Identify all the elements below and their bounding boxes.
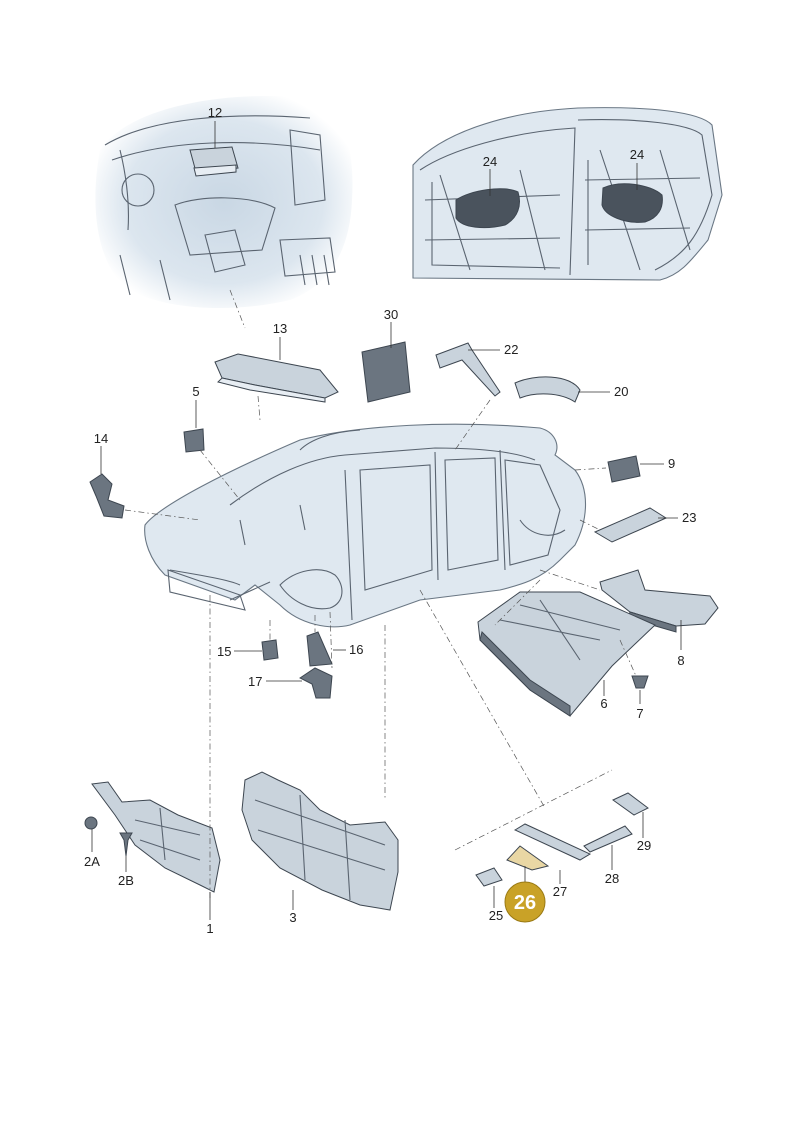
part-20-shape: [514, 376, 581, 403]
part-30-shape: [361, 341, 411, 403]
part-26-shape: [506, 845, 550, 871]
label-15: 15: [217, 644, 231, 659]
label-30: 30: [384, 307, 398, 322]
door-inset: [412, 107, 723, 281]
label-16: 16: [349, 642, 363, 657]
part-1-shape: [91, 781, 221, 893]
label-9: 9: [668, 456, 675, 471]
label-7: 7: [636, 706, 643, 721]
label-2b: 2B: [118, 873, 134, 888]
label-25: 25: [489, 908, 503, 923]
reference-lines: [124, 289, 637, 900]
part-12-shape: [189, 146, 239, 177]
label-27: 27: [553, 884, 567, 899]
part-5-shape: [183, 428, 205, 453]
label-3: 3: [289, 910, 296, 925]
label-2a: 2A: [84, 854, 100, 869]
part-13-shape: [214, 353, 339, 403]
label-8: 8: [677, 653, 684, 668]
part-6-shape: [477, 591, 656, 717]
label-13: 13: [273, 321, 287, 336]
label-1: 1: [206, 921, 213, 936]
part-2b-shape: [119, 832, 133, 857]
part-17-shape: [299, 667, 333, 699]
label-17: 17: [248, 674, 262, 689]
part-8-shape: [599, 569, 719, 633]
label-28: 28: [605, 871, 619, 886]
highlight-badge-26: 26: [504, 881, 546, 923]
part-7-shape: [631, 675, 649, 689]
part-2a-shape: [84, 816, 98, 830]
label-20: 20: [614, 384, 628, 399]
label-14: 14: [94, 431, 108, 446]
label-23: 23: [682, 510, 696, 525]
callout-labels: 12 24 24 13 30 22 20 5 14 9 23 8 6 7 15 …: [84, 105, 696, 936]
part-24-right-shape: [601, 183, 663, 223]
part-14-shape: [89, 473, 125, 519]
part-24-left-shape: [455, 188, 520, 229]
part-25-shape: [475, 867, 503, 887]
label-22: 22: [504, 342, 518, 357]
label-26: 26: [514, 892, 536, 914]
label-29: 29: [637, 838, 651, 853]
part-9-shape: [607, 455, 641, 483]
label-24-left: 24: [483, 154, 497, 169]
label-5: 5: [192, 384, 199, 399]
label-6: 6: [600, 696, 607, 711]
part-15-shape: [261, 639, 279, 661]
label-24-right: 24: [630, 147, 644, 162]
part-3-shape: [241, 771, 399, 911]
part-23-shape: [593, 507, 668, 543]
part-27-shape: [513, 823, 592, 861]
label-12: 12: [208, 105, 222, 120]
body-shell: [144, 423, 587, 628]
part-22-shape: [435, 342, 501, 397]
part-16-shape: [306, 631, 333, 667]
leader-lines: [91, 121, 682, 920]
cabin-inset: [95, 95, 353, 309]
part-28-shape: [583, 825, 633, 853]
part-29-shape: [612, 792, 649, 816]
